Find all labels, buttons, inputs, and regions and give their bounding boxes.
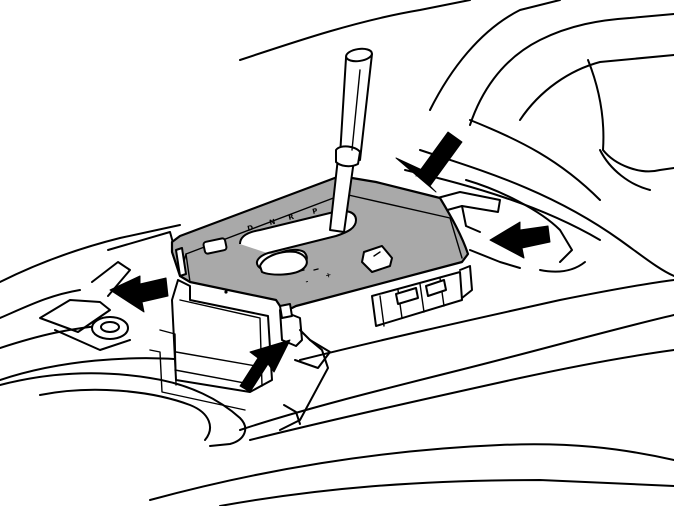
- rear-right-arrow: [489, 221, 551, 259]
- center-console: [0, 224, 674, 506]
- marking-r: R: [288, 213, 296, 222]
- arrows: [109, 131, 551, 393]
- marking-minus: -: [305, 277, 310, 285]
- gear-lever: [329, 47, 373, 233]
- marking-d: D: [247, 224, 255, 233]
- marking-p: P: [312, 207, 319, 216]
- right-bracket: [429, 179, 586, 273]
- marking-n: N: [269, 218, 277, 227]
- front-right-arrow: [239, 339, 291, 393]
- rear-left-arrow: [395, 131, 463, 193]
- marking-plus: +: [325, 271, 333, 280]
- selector-housing: [149, 265, 473, 431]
- front-left-arrow: [109, 275, 169, 313]
- selector-cover-plate: P R N D - +: [170, 174, 470, 319]
- dashboard-outline: [239, 0, 674, 277]
- left-clip-area: [39, 231, 176, 351]
